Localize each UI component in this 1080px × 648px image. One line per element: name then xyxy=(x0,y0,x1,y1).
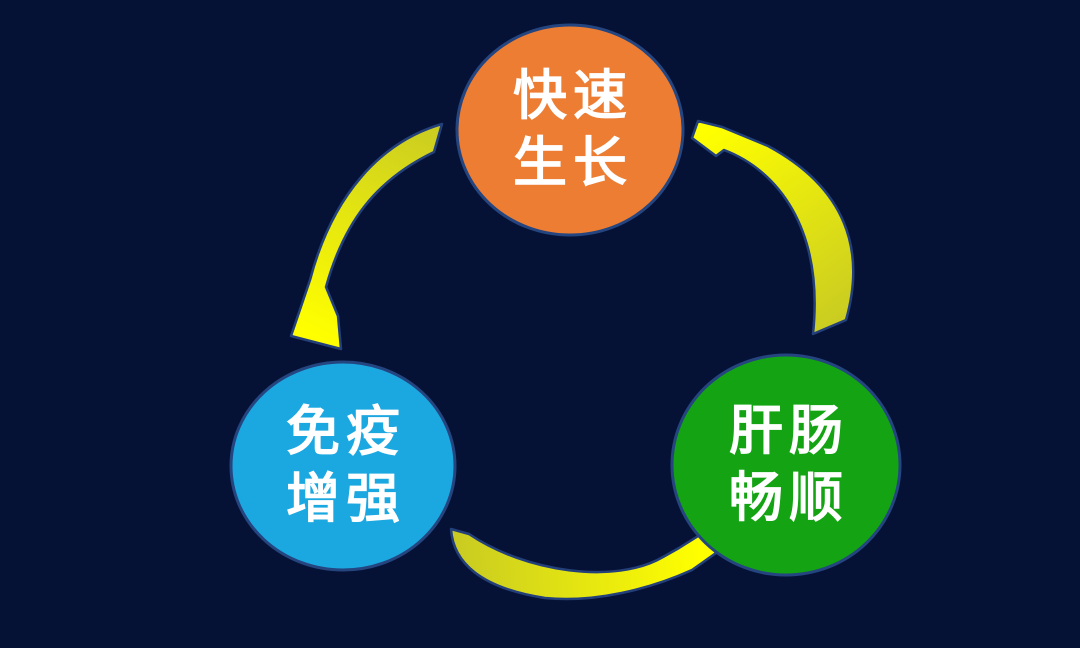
arrow-rapid-to-immune xyxy=(289,122,444,351)
node-circle-liver-gut-smooth xyxy=(670,353,902,577)
node-label-line: 生长 xyxy=(513,133,633,193)
arrow-immune-to-liver xyxy=(449,527,718,601)
node-label-immune-boost: 免疫 增强 xyxy=(228,381,458,551)
node-label-line: 畅顺 xyxy=(729,468,849,528)
node-label-line: 免疫 xyxy=(286,402,406,462)
node-label-rapid-growth: 快速 生长 xyxy=(455,45,685,215)
node-label-liver-gut-smooth: 肝肠 畅顺 xyxy=(671,380,901,550)
node-label-line: 快速 xyxy=(513,66,633,126)
node-label-line: 肝肠 xyxy=(729,401,849,461)
node-label-line: 增强 xyxy=(286,469,406,529)
arrow-liver-to-rapid xyxy=(690,119,855,336)
node-circle-rapid-growth xyxy=(455,23,685,237)
node-circle-immune-boost xyxy=(229,360,457,572)
